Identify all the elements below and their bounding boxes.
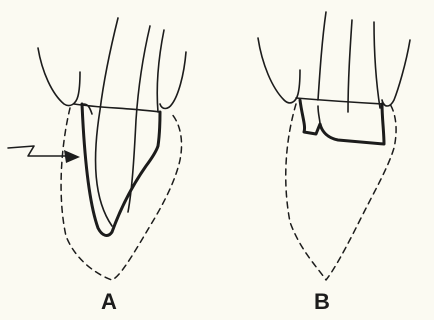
zigzag-arrowhead-icon bbox=[64, 150, 80, 163]
panel-a-root-line-1 bbox=[96, 18, 118, 226]
panel-a-crown-outline bbox=[82, 104, 160, 235]
panel-a-gingiva-right bbox=[160, 52, 186, 109]
panel-b-label: B bbox=[302, 290, 342, 314]
panel-b-root-line-1 bbox=[318, 12, 326, 100]
panel-b-crown-inner bbox=[318, 106, 320, 124]
panel-a-root-line-2 bbox=[128, 26, 150, 212]
panel-b-gingiva-right bbox=[382, 40, 410, 106]
panel-b-dashed-outline bbox=[286, 104, 396, 280]
panel-b-cej-line bbox=[296, 98, 384, 104]
panel-a-label: A bbox=[89, 290, 129, 314]
panel-b-root-line-2 bbox=[348, 20, 352, 112]
panel-a-gingiva-left bbox=[38, 48, 80, 106]
panel-b-root-line-3 bbox=[374, 22, 380, 108]
panel-b bbox=[258, 12, 410, 280]
panel-b-gingiva-left bbox=[258, 38, 300, 103]
panel-a-root-line-3 bbox=[157, 30, 164, 112]
panel-a bbox=[8, 18, 186, 280]
zigzag-arrow-icon bbox=[8, 146, 66, 156]
panel-a-dashed-outline bbox=[61, 108, 181, 280]
panel-b-crown-outline bbox=[300, 100, 384, 144]
